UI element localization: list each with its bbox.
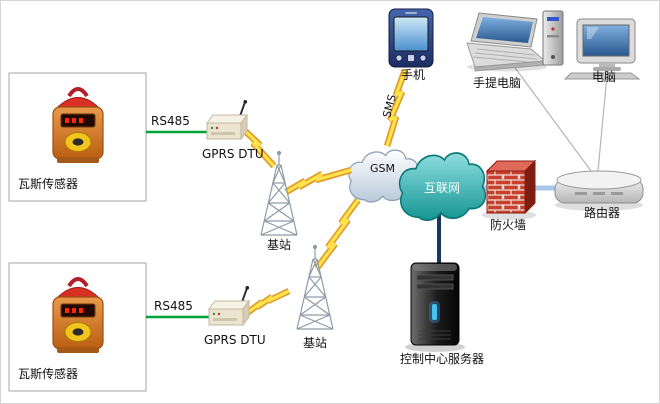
base-top-label: 基站 xyxy=(267,238,291,252)
phone xyxy=(388,8,434,68)
lightning-dtu1-base1 xyxy=(242,128,277,169)
lightning-sms xyxy=(383,68,409,147)
sensor-bottom-label: 瓦斯传感器 xyxy=(18,366,78,381)
base-station-top xyxy=(260,150,298,236)
laptop-label: 手提电脑 xyxy=(473,75,521,90)
phone-label: 手机 xyxy=(401,68,425,82)
base-bottom-label: 基站 xyxy=(303,336,327,350)
lightning-base1-gsm xyxy=(284,166,352,195)
internet-label: 互联网 xyxy=(424,181,460,195)
gprs-dtu-top xyxy=(206,99,249,140)
lan-line-pc xyxy=(597,74,608,172)
gsm-label: GSM xyxy=(370,162,395,175)
pc-label: 电脑 xyxy=(592,70,616,84)
router-label: 路由器 xyxy=(584,205,620,220)
firewall xyxy=(482,159,537,220)
gprs-dtu-bottom xyxy=(208,285,251,326)
lightning-dtu2-base2 xyxy=(245,288,291,316)
dtu-top-label: GPRS DTU xyxy=(202,147,264,161)
rs485-bottom-label: RS485 xyxy=(154,299,193,313)
server xyxy=(405,262,465,352)
lightning-gsm-base2 xyxy=(314,198,361,270)
server-label: 控制中心服务器 xyxy=(400,351,484,366)
sms-label: SMS xyxy=(380,93,399,119)
rs485-top-label: RS485 xyxy=(151,114,190,128)
laptop xyxy=(466,12,547,72)
firewall-label: 防火墙 xyxy=(490,217,526,232)
router xyxy=(554,170,644,211)
desktop-pc xyxy=(542,10,641,80)
dtu-bottom-label: GPRS DTU xyxy=(204,333,266,347)
lan-line-laptop xyxy=(512,64,592,172)
sensor-top-label: 瓦斯传感器 xyxy=(18,176,78,191)
